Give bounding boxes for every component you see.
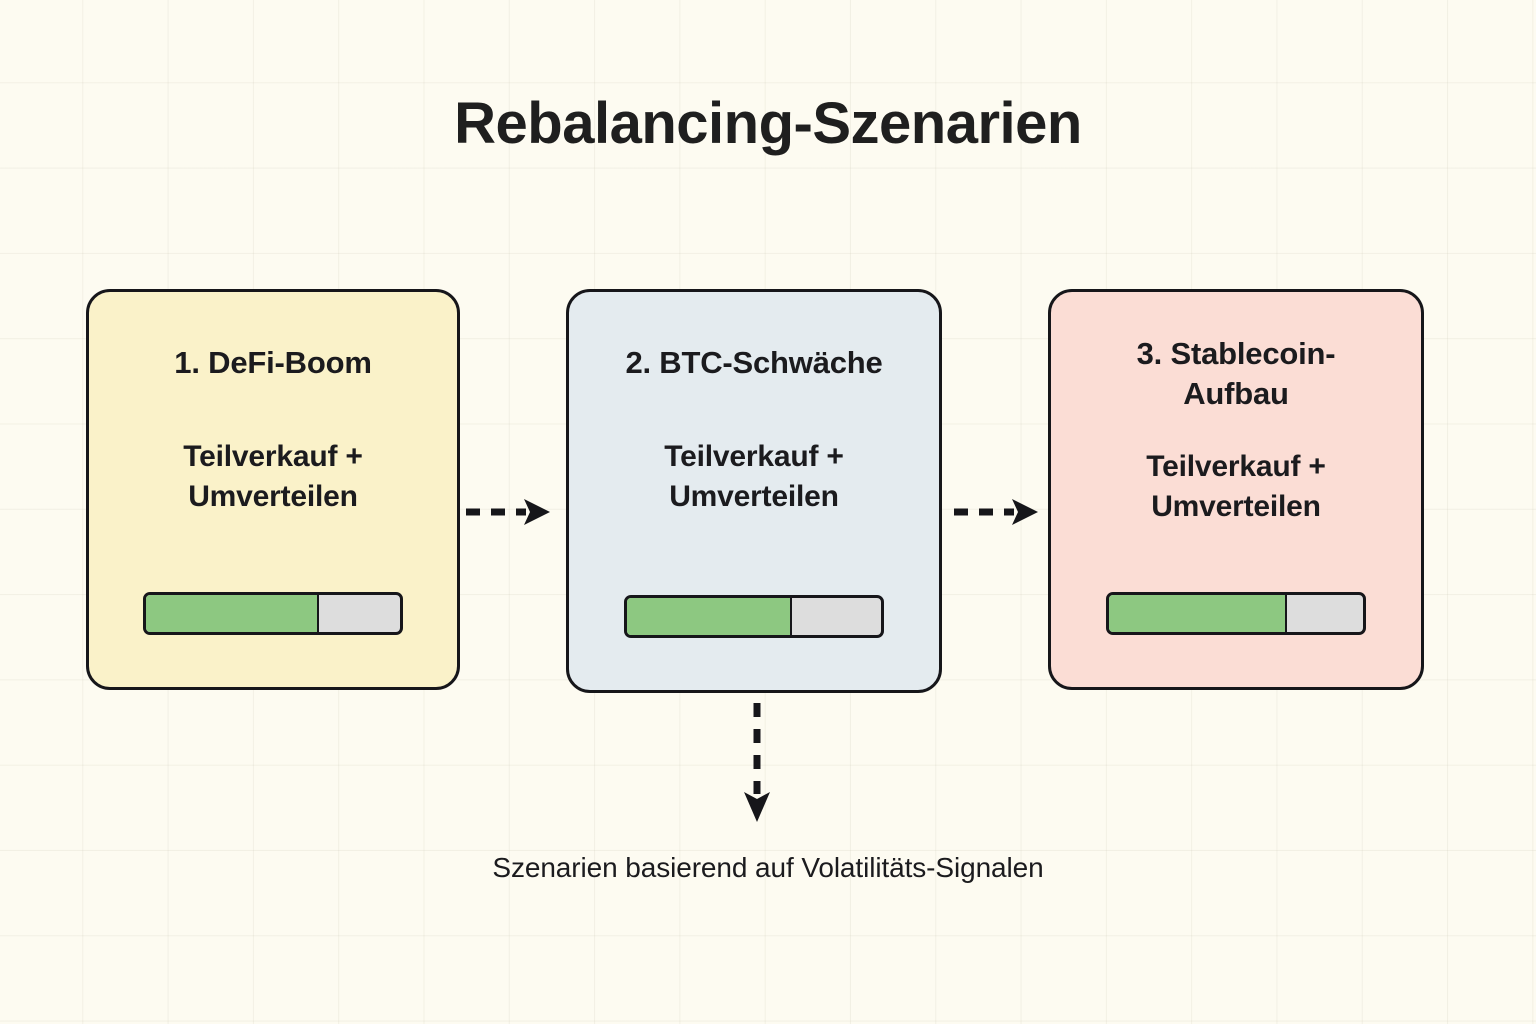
card-body-line-2: Umverteilen (669, 479, 839, 513)
scenario-card-defi-boom[interactable]: 1. DeFi-Boom Teilverkauf + Umverteilen (86, 289, 460, 690)
progress-bar-fill (146, 595, 319, 632)
card-body-line-1: Teilverkauf + (664, 439, 844, 473)
card-body: Teilverkauf + Umverteilen (591, 437, 917, 517)
arrow-card1-to-card2-icon (464, 495, 556, 529)
card-body-line-2: Umverteilen (1151, 490, 1321, 524)
card-body-line-1: Teilverkauf + (183, 439, 363, 473)
progress-bar-fill (627, 598, 793, 635)
arrow-card2-to-caption-icon (715, 700, 799, 828)
scenario-card-btc-schwaeche[interactable]: 2. BTC-Schwäche Teilverkauf + Umverteile… (566, 289, 942, 693)
card-body: Teilverkauf + Umverteilen (1073, 447, 1399, 527)
card-body-line-1: Teilverkauf + (1146, 450, 1326, 484)
scenario-card-stablecoin-aufbau[interactable]: 3. Stablecoin- Aufbau Teilverkauf + Umve… (1048, 289, 1424, 690)
card-heading-line-2: Aufbau (1183, 375, 1289, 411)
page-title: Rebalancing-Szenarien (454, 91, 1082, 156)
card-heading: 2. BTC-Schwäche (625, 345, 883, 380)
progress-bar (143, 592, 403, 635)
card-heading: 3. Stablecoin- Aufbau (1073, 334, 1399, 413)
progress-bar-fill (1109, 595, 1287, 632)
progress-bar (1106, 592, 1366, 635)
card-body-line-2: Umverteilen (188, 479, 358, 513)
card-heading-line-1: 3. Stablecoin- (1136, 336, 1336, 371)
arrow-card2-to-card3-icon (952, 495, 1044, 529)
card-heading: 1. DeFi-Boom (174, 345, 372, 380)
diagram-caption: Szenarien basierend auf Volatilitäts-Sig… (492, 852, 1044, 883)
card-body: Teilverkauf + Umverteilen (111, 437, 435, 517)
progress-bar (624, 595, 884, 638)
